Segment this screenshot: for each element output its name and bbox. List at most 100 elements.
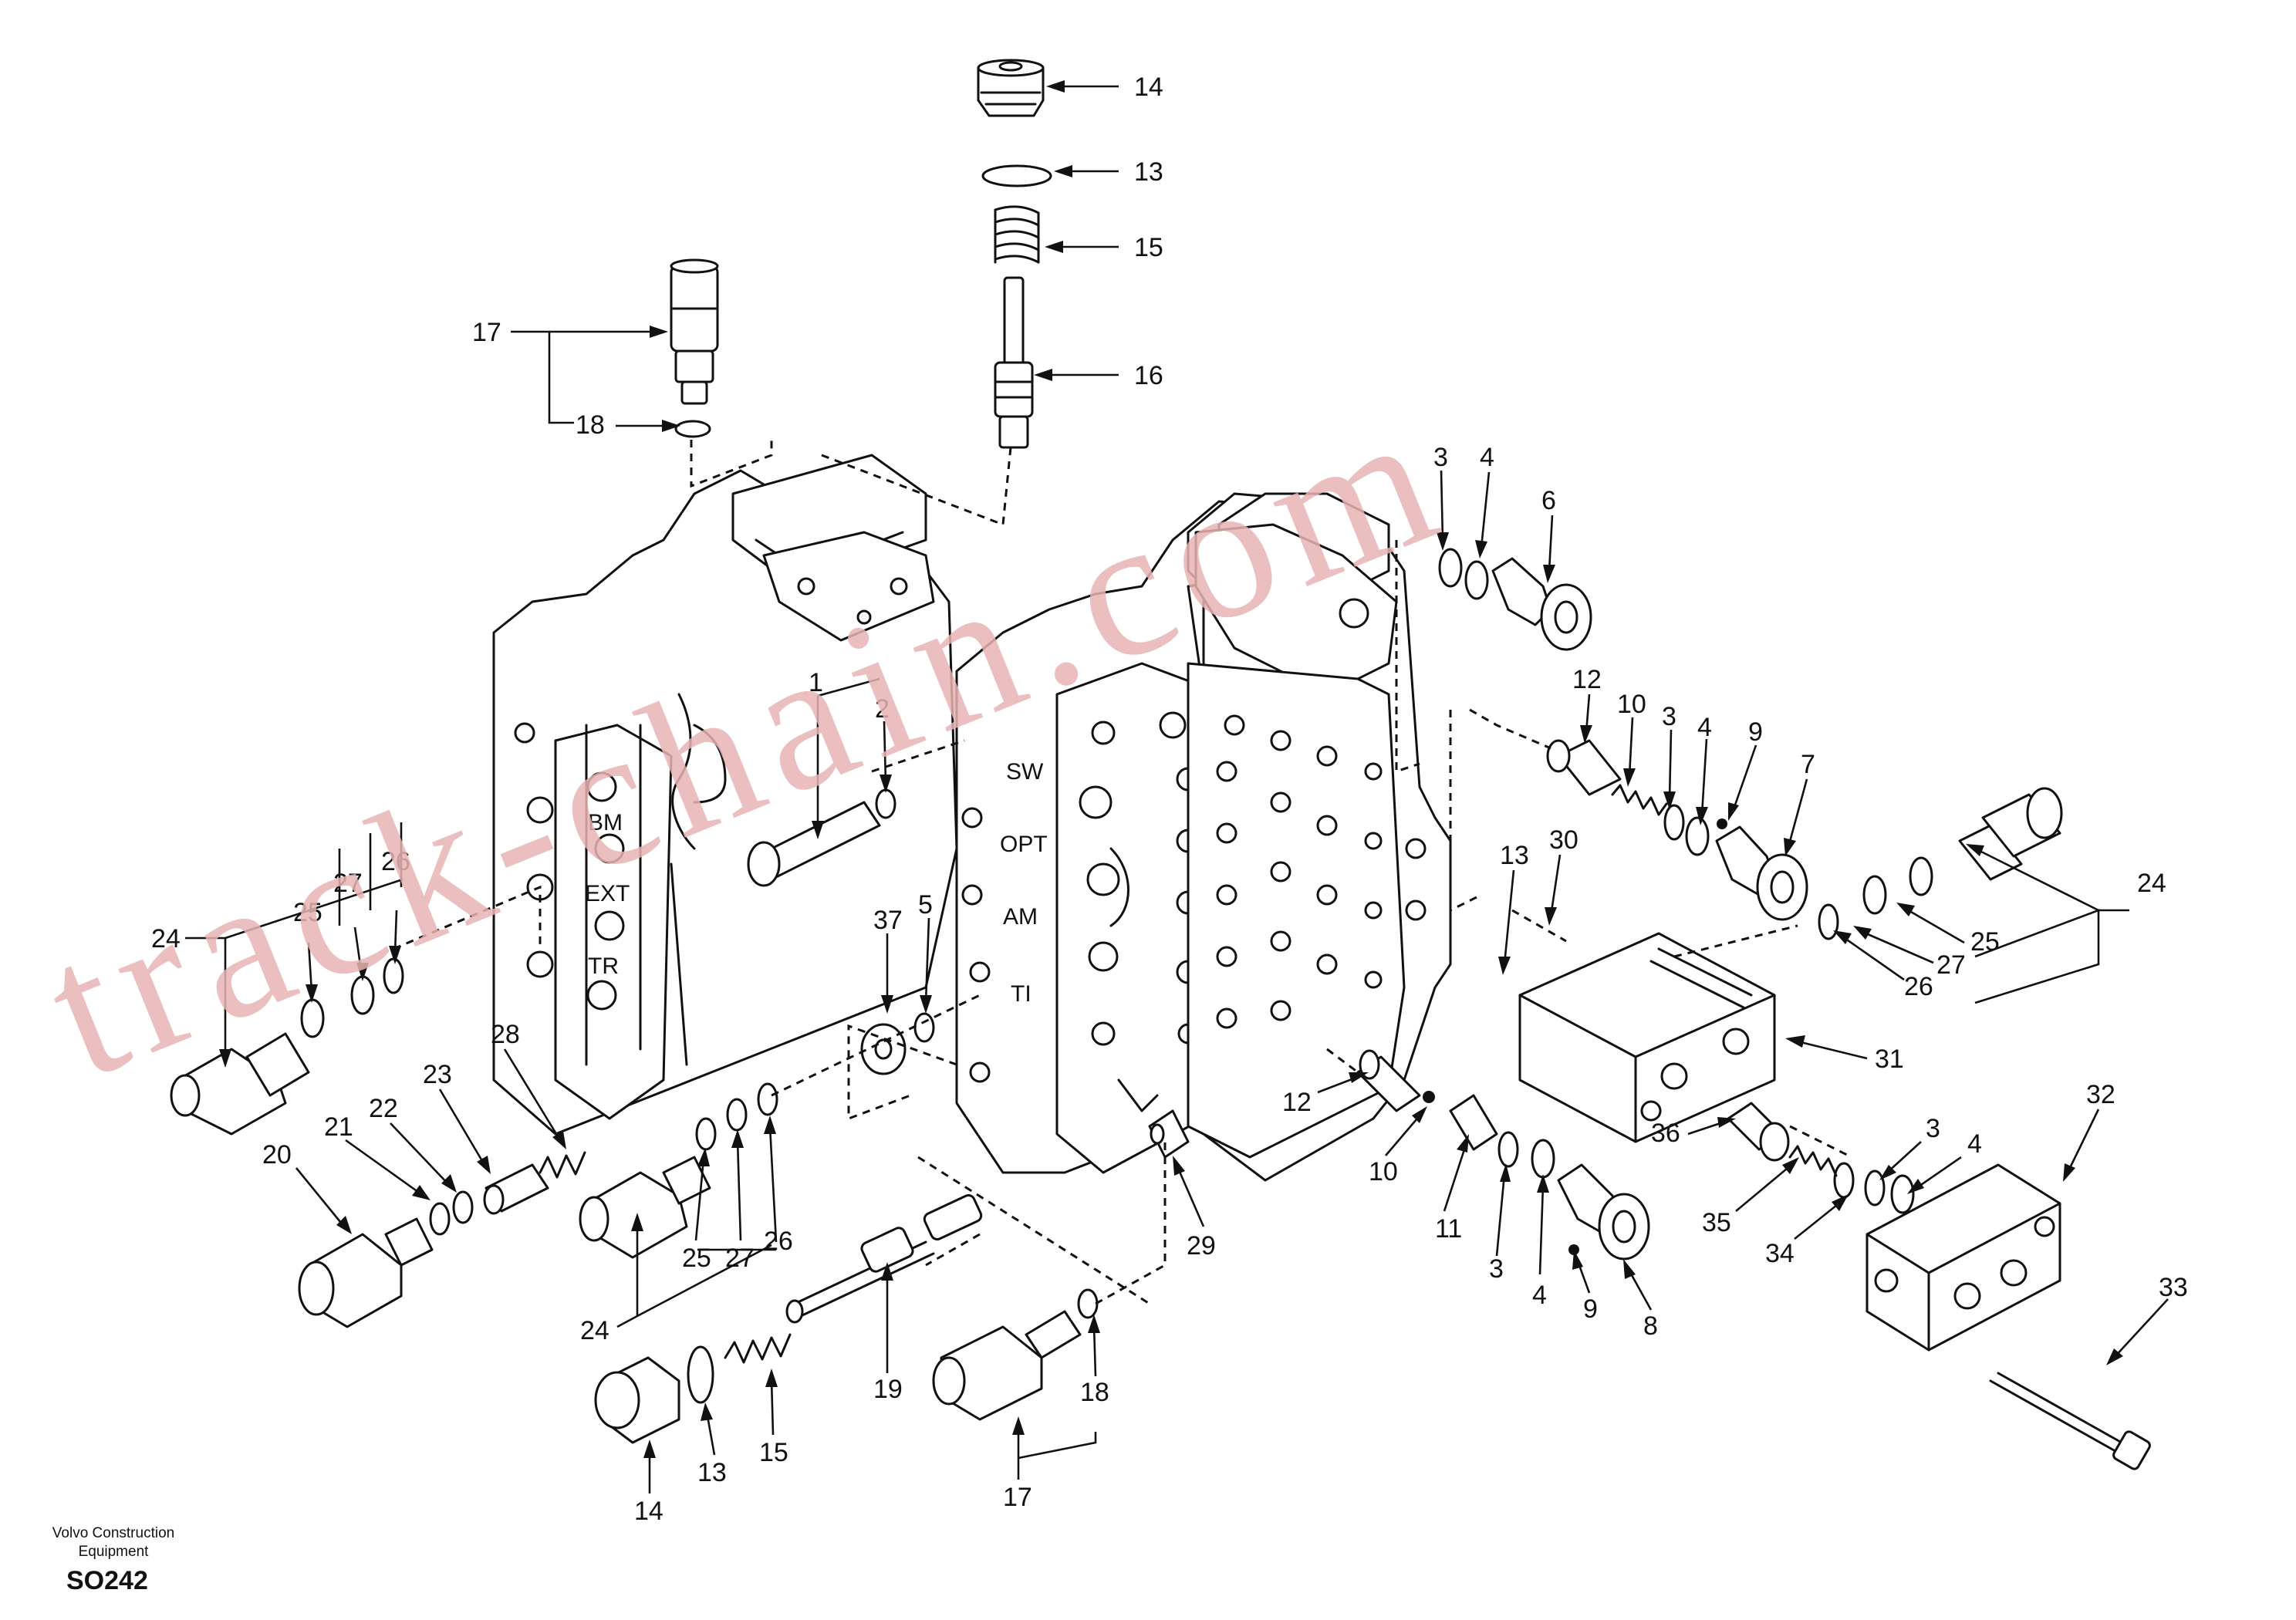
callout: 18 — [1080, 1378, 1109, 1407]
bolt-33 — [1989, 1372, 2151, 1470]
callout: 19 — [873, 1375, 903, 1404]
port-label-opt: OPT — [1000, 832, 1048, 857]
left-valve-block — [492, 454, 958, 1136]
backup-ring-4-right — [1890, 1174, 1915, 1214]
callout: 3 — [1489, 1254, 1504, 1284]
callout: 14 — [1134, 73, 1163, 102]
callout: 5 — [918, 890, 933, 920]
o-ring-3-lower — [1497, 1131, 1519, 1168]
spool-1 — [747, 801, 881, 887]
callout: 11 — [1435, 1214, 1462, 1244]
callout: 9 — [1748, 717, 1763, 747]
plug-8 — [1557, 1163, 1650, 1261]
port-label-sw: SW — [1006, 759, 1044, 785]
callout: 32 — [2086, 1080, 2115, 1109]
callout: 27 — [333, 869, 363, 898]
o-ring-5 — [913, 1012, 935, 1043]
callout: 12 — [1572, 665, 1602, 694]
callout: 4 — [1697, 713, 1712, 742]
callout: 25 — [682, 1244, 711, 1273]
port-label-am: AM — [1003, 904, 1038, 930]
callout: 14 — [634, 1497, 663, 1526]
callout: 29 — [1187, 1231, 1216, 1261]
callout: 20 — [262, 1140, 292, 1169]
callout: 21 — [324, 1112, 353, 1142]
callout: 3 — [1662, 702, 1676, 731]
spring-15-lower — [724, 1333, 792, 1364]
callout: 9 — [1583, 1294, 1598, 1324]
sleeve-36 — [1727, 1102, 1790, 1162]
backup-ring-27-right — [1862, 875, 1887, 915]
port-label-tr: TR — [588, 953, 619, 979]
callout: 15 — [1134, 233, 1163, 262]
callout: 4 — [1480, 443, 1494, 472]
top-spool — [994, 276, 1034, 449]
backup-ring-4-mid — [1685, 816, 1710, 856]
callout: 23 — [423, 1060, 452, 1089]
plug-7 — [1715, 825, 1808, 921]
o-ring-3-mid — [1663, 804, 1685, 841]
callout: 24 — [580, 1316, 609, 1345]
callout: 26 — [764, 1227, 793, 1256]
callout: 15 — [759, 1438, 788, 1467]
leader-lines — [185, 80, 2169, 1493]
callout: 28 — [491, 1020, 520, 1049]
top-o-ring — [981, 164, 1052, 187]
right-valve-body — [1187, 492, 1452, 1182]
o-ring-13-lower — [687, 1345, 714, 1404]
callout: 27 — [725, 1244, 755, 1273]
o-ring-18-lower — [1077, 1288, 1099, 1319]
callout: 10 — [1617, 690, 1646, 719]
top-cap-plug — [977, 59, 1045, 117]
callout: 13 — [1500, 841, 1529, 870]
check-valve-17-lower — [932, 1310, 1082, 1421]
block-32 — [1866, 1163, 2061, 1352]
plug-37 — [860, 1023, 907, 1075]
spring-10-top — [1611, 784, 1668, 816]
o-ring-18-top — [674, 420, 711, 438]
poppet-23 — [483, 1163, 549, 1215]
left-check-valve-17 — [670, 258, 719, 405]
callout: 22 — [369, 1094, 398, 1123]
callout-numbers: 14 13 15 16 17 18 3 4 6 12 10 3 4 9 7 1 … — [151, 73, 2188, 1526]
callout: 33 — [2159, 1273, 2188, 1302]
block-31 — [1518, 932, 1776, 1143]
callout: 24 — [2137, 869, 2166, 898]
spring-35 — [1788, 1145, 1838, 1177]
o-ring-21 — [429, 1202, 451, 1236]
callout: 30 — [1549, 825, 1578, 855]
callout: 37 — [873, 906, 903, 935]
callout: 6 — [1541, 486, 1556, 515]
diagram-code: SO242 — [66, 1566, 148, 1595]
callout: 13 — [697, 1458, 727, 1487]
cap-20 — [298, 1217, 434, 1328]
top-spring — [994, 205, 1040, 264]
plug-6 — [1491, 557, 1592, 651]
port-label-bm: BM — [588, 810, 623, 835]
callout: 25 — [293, 898, 322, 927]
callout: 13 — [1134, 157, 1163, 187]
relief-valve-24-left — [170, 1032, 310, 1136]
callout: 4 — [1967, 1129, 1982, 1159]
callout: 27 — [1936, 950, 1966, 980]
brand-line-2: Equipment — [78, 1544, 149, 1560]
callout: 3 — [1926, 1114, 1940, 1143]
sleeve-12-top — [1546, 739, 1622, 796]
relief-valve-24-right — [1958, 787, 2063, 881]
port-labels: SW OPT AM TI BM EXT TR — [585, 759, 1048, 1007]
callout: 8 — [1643, 1311, 1658, 1341]
callout: 18 — [576, 410, 605, 440]
ball-9-top — [1717, 818, 1727, 829]
callout: 26 — [381, 847, 410, 876]
relief-valve-24-mid — [579, 1156, 711, 1259]
ball-10-lower — [1423, 1091, 1435, 1103]
o-ring-25-right — [1909, 856, 1933, 896]
callout: 34 — [1765, 1239, 1795, 1268]
callout: 17 — [472, 318, 501, 347]
spring-11 — [1449, 1094, 1498, 1151]
callout: 16 — [1134, 361, 1163, 390]
callout: 3 — [1433, 443, 1448, 472]
sleeve-29 — [1148, 1109, 1190, 1159]
callout: 26 — [1904, 972, 1933, 1001]
